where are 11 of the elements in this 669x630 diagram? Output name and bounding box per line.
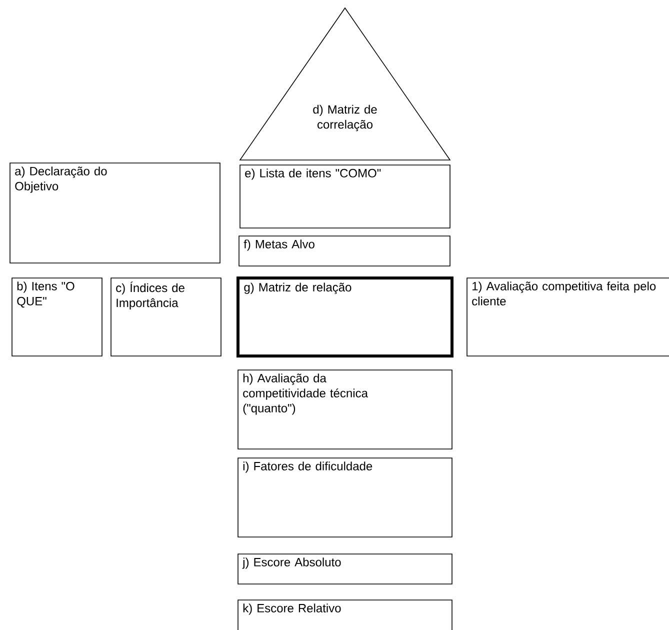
- text-box: c) Índices de Importância: [110, 278, 222, 356]
- text-box: j) Escore Absoluto: [238, 554, 452, 584]
- text-box: 1) Avaliação competitiva feita pelo cliente: [466, 278, 669, 356]
- text-box: b) Itens "O QUE": [12, 278, 102, 356]
- text-box: e) Lista de itens "COMO": [240, 164, 450, 228]
- text-box: a) Declaração do Objetivo: [10, 162, 220, 264]
- text-box: g) Matriz de relação: [236, 276, 454, 358]
- text-box: f) Metas Alvo: [238, 236, 450, 266]
- text-box: k) Escore Relativo: [238, 600, 452, 630]
- text-box: h) Avaliação da competitividade técnica ("quanto"): [238, 370, 452, 450]
- text-box: i) Fatores de dificuldade: [238, 458, 452, 538]
